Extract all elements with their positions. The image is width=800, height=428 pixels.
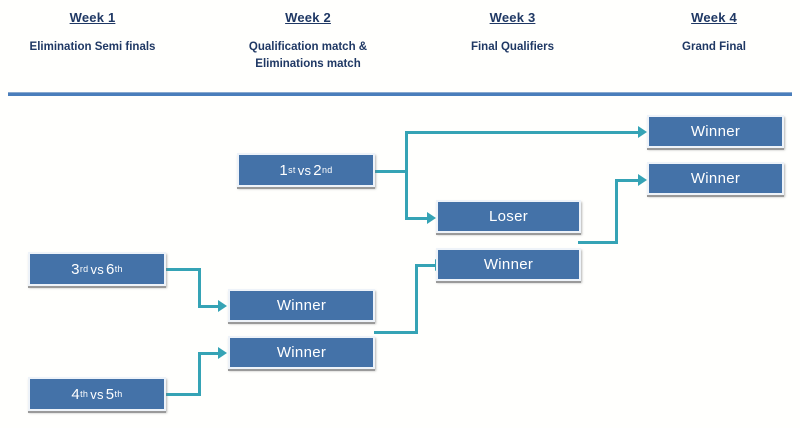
header-column-week-3: Week 3 Final Qualifiers: [425, 10, 600, 56]
connector-seed36-in: [198, 305, 222, 308]
connector-loser-arrowhead: [427, 212, 436, 224]
connector-seed45-arrowhead: [218, 347, 227, 359]
seed-2-label: 2: [313, 161, 322, 179]
node-week4-winner-bottom[interactable]: Winner: [647, 162, 784, 195]
header-column-week-4: Week 4 Grand Final: [628, 10, 800, 56]
node-week2-winner-top[interactable]: Winner: [228, 289, 375, 322]
connector-seed36-drop: [198, 268, 201, 308]
connector-seed36-out: [165, 268, 201, 271]
connector-seed12-out: [374, 170, 408, 173]
seed-5-label: 5: [105, 385, 115, 403]
connector-final-bottom-arrowhead: [638, 174, 647, 186]
seed-1-label: 1: [279, 161, 289, 179]
header-column-week-2: Week 2 Qualification match & Elimination…: [218, 10, 398, 73]
week-2-title: Week 2: [285, 10, 331, 25]
connector-seed45-rise: [198, 352, 201, 396]
week-4-subtitle: Grand Final: [682, 41, 746, 53]
vs-label-2: vs: [90, 386, 104, 402]
header-separator-rule: [8, 92, 792, 96]
seed-4-label: 4: [71, 385, 81, 403]
node-week3-winner[interactable]: Winner: [436, 248, 581, 281]
node-week3-loser[interactable]: Loser: [436, 200, 581, 233]
connector-w2winner-in: [415, 264, 439, 267]
seed-3-label: 3: [71, 260, 80, 278]
week-2-subtitle: Qualification match & Eliminations match: [248, 41, 368, 70]
seed-6-label: 6: [106, 260, 115, 278]
connector-seed45-in: [198, 352, 222, 355]
vs-label-3: vs: [297, 162, 312, 178]
connector-seed12-to-loser: [405, 217, 431, 220]
week-4-title: Week 4: [691, 10, 737, 25]
vs-label-1: vs: [90, 261, 105, 277]
node-week2-winner-bottom[interactable]: Winner: [228, 336, 375, 369]
week-1-title: Week 1: [69, 10, 116, 25]
week-3-title: Week 3: [489, 10, 536, 25]
connector-seed45-out: [165, 393, 201, 396]
connector-w2winner-out: [374, 331, 418, 334]
connector-seed12-to-final-top: [405, 131, 643, 134]
connector-w2winner-rise: [415, 264, 418, 334]
node-week4-winner-top[interactable]: Winner: [647, 115, 784, 148]
header-column-week-1: Week 1 Elimination Semi finals: [0, 10, 185, 56]
connector-w3-out: [578, 241, 618, 244]
connector-w3-in: [615, 179, 641, 182]
connector-seed12-split: [405, 131, 408, 220]
connector-final-top-arrowhead: [638, 126, 647, 138]
week-1-subtitle: Elimination Semi finals: [29, 41, 156, 53]
connector-w3-rise: [615, 179, 618, 244]
week-3-subtitle: Final Qualifiers: [470, 41, 555, 53]
connector-seed36-arrowhead: [218, 300, 227, 312]
